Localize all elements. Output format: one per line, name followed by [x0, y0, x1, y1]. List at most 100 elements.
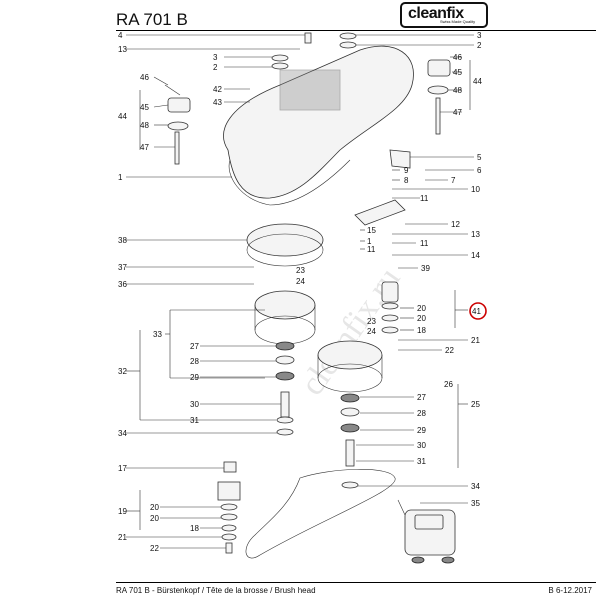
callout-30: 30 [190, 400, 199, 409]
bearing-right-29 [340, 423, 360, 433]
bearing-housing-19 [217, 481, 241, 501]
callout-13: 13 [118, 45, 127, 54]
callout-r-9: 9 [404, 166, 409, 175]
right-leaders [356, 34, 474, 504]
callout-29: 29 [190, 373, 199, 382]
callout-r-18: 18 [417, 326, 426, 335]
hub-left [254, 290, 316, 320]
callout-47: 47 [140, 143, 149, 152]
callout-22: 22 [150, 544, 159, 553]
left-callouts: 4 13 3 2 46 45 44 48 47 42 43 1 38 37 36… [118, 31, 222, 553]
callout-r-1: 1 [367, 237, 372, 246]
washer-top-2 [271, 62, 289, 70]
callout-r-26: 26 [444, 380, 453, 389]
callout-r-28: 28 [417, 409, 426, 418]
callout-3: 3 [213, 53, 218, 62]
washer-right-top [339, 32, 357, 40]
oring-48 [167, 121, 189, 131]
machine-thumbnail [397, 499, 456, 564]
callout-r-31: 31 [417, 457, 426, 466]
hub-right-wall [317, 355, 383, 378]
callout-r-20a: 20 [417, 304, 426, 313]
callout-r-12: 12 [451, 220, 460, 229]
callout-r-11c: 11 [367, 245, 376, 254]
callout-r-27: 27 [417, 393, 426, 402]
callout-r-7: 7 [451, 176, 456, 185]
callout-r-3: 3 [477, 31, 482, 40]
callout-r-20b: 20 [417, 314, 426, 323]
washer-20a [220, 503, 238, 511]
callout-r-30: 30 [417, 441, 426, 450]
logo-tagline: Swiss Made Quality [440, 19, 476, 24]
callout-r-10: 10 [471, 185, 480, 194]
callout-m-23b: 23 [367, 317, 376, 326]
hub-left-bottom [254, 315, 316, 345]
pin-47-right [435, 97, 441, 135]
callout-r-5: 5 [477, 153, 482, 162]
washer-41-c [381, 326, 399, 334]
callout-r-22: 22 [445, 346, 454, 355]
shaft-left-30 [280, 391, 290, 418]
callout-r-14: 14 [471, 251, 480, 260]
callout-32: 32 [118, 367, 127, 376]
bracket-12 [354, 199, 406, 226]
callout-33: 33 [153, 330, 162, 339]
left-leaders [126, 34, 305, 549]
washer-20b [220, 513, 238, 521]
bearing-right-28 [340, 407, 360, 417]
callout-37: 37 [118, 263, 127, 272]
callout-r-47: 47 [453, 108, 462, 117]
brush-disc-38 [246, 223, 324, 257]
callout-r-25: 25 [471, 400, 480, 409]
washer-left-31 [276, 416, 294, 424]
washer-41-a [381, 302, 399, 310]
callout-r-11b: 11 [420, 239, 429, 248]
footer-caption: RA 701 B - Bürstenkopf / Tête de la bros… [116, 586, 316, 595]
callout-19: 19 [118, 507, 127, 516]
callout-r-15: 15 [367, 226, 376, 235]
screw-46 [164, 84, 181, 96]
bearing-left-29 [275, 371, 295, 381]
callout-20a: 20 [150, 503, 159, 512]
washer-right-34 [341, 481, 359, 489]
washer-41-b [381, 314, 399, 322]
oring-48-right [427, 85, 449, 95]
title-divider [116, 30, 596, 31]
housing-rim [228, 159, 351, 206]
footer-revision: B 6-12.2017 [548, 586, 592, 595]
callout-r-35: 35 [471, 499, 480, 508]
callout-r-11a: 11 [420, 194, 429, 203]
callout-38: 38 [118, 236, 127, 245]
callout-18: 18 [190, 524, 199, 533]
washer-21 [221, 533, 237, 541]
callout-46: 46 [140, 73, 149, 82]
callout-28: 28 [190, 357, 199, 366]
callout-2: 2 [213, 63, 218, 72]
callout-r-8: 8 [404, 176, 409, 185]
callout-r-6: 6 [477, 166, 482, 175]
bolt-top [304, 32, 312, 44]
knob-45 [167, 97, 191, 113]
callout-34: 34 [118, 429, 127, 438]
drive-belt [245, 469, 396, 559]
bolt-22 [225, 542, 233, 554]
callout-r-39: 39 [421, 264, 430, 273]
washer-left-34 [276, 428, 294, 436]
bearing-right-27 [340, 393, 360, 403]
brush-disc-38-side [246, 233, 324, 267]
callout-1: 1 [118, 173, 123, 182]
spring-41 [381, 281, 399, 303]
callout-r-21: 21 [471, 336, 480, 345]
callout-r-13: 13 [471, 230, 480, 239]
right-callouts: 3 2 46 45 44 48 47 5 6 7 9 8 10 11 12 15… [296, 31, 482, 508]
callout-41-highlighted: 41 [472, 307, 481, 316]
callout-31: 31 [190, 416, 199, 425]
callout-36: 36 [118, 280, 127, 289]
shaft-right-30 [345, 439, 355, 467]
bearing-left-27 [275, 341, 295, 351]
callout-4: 4 [118, 31, 123, 40]
callout-20b: 20 [150, 514, 159, 523]
callout-m-24b: 24 [367, 327, 376, 336]
logo-wordmark: cleanfix [408, 5, 464, 22]
